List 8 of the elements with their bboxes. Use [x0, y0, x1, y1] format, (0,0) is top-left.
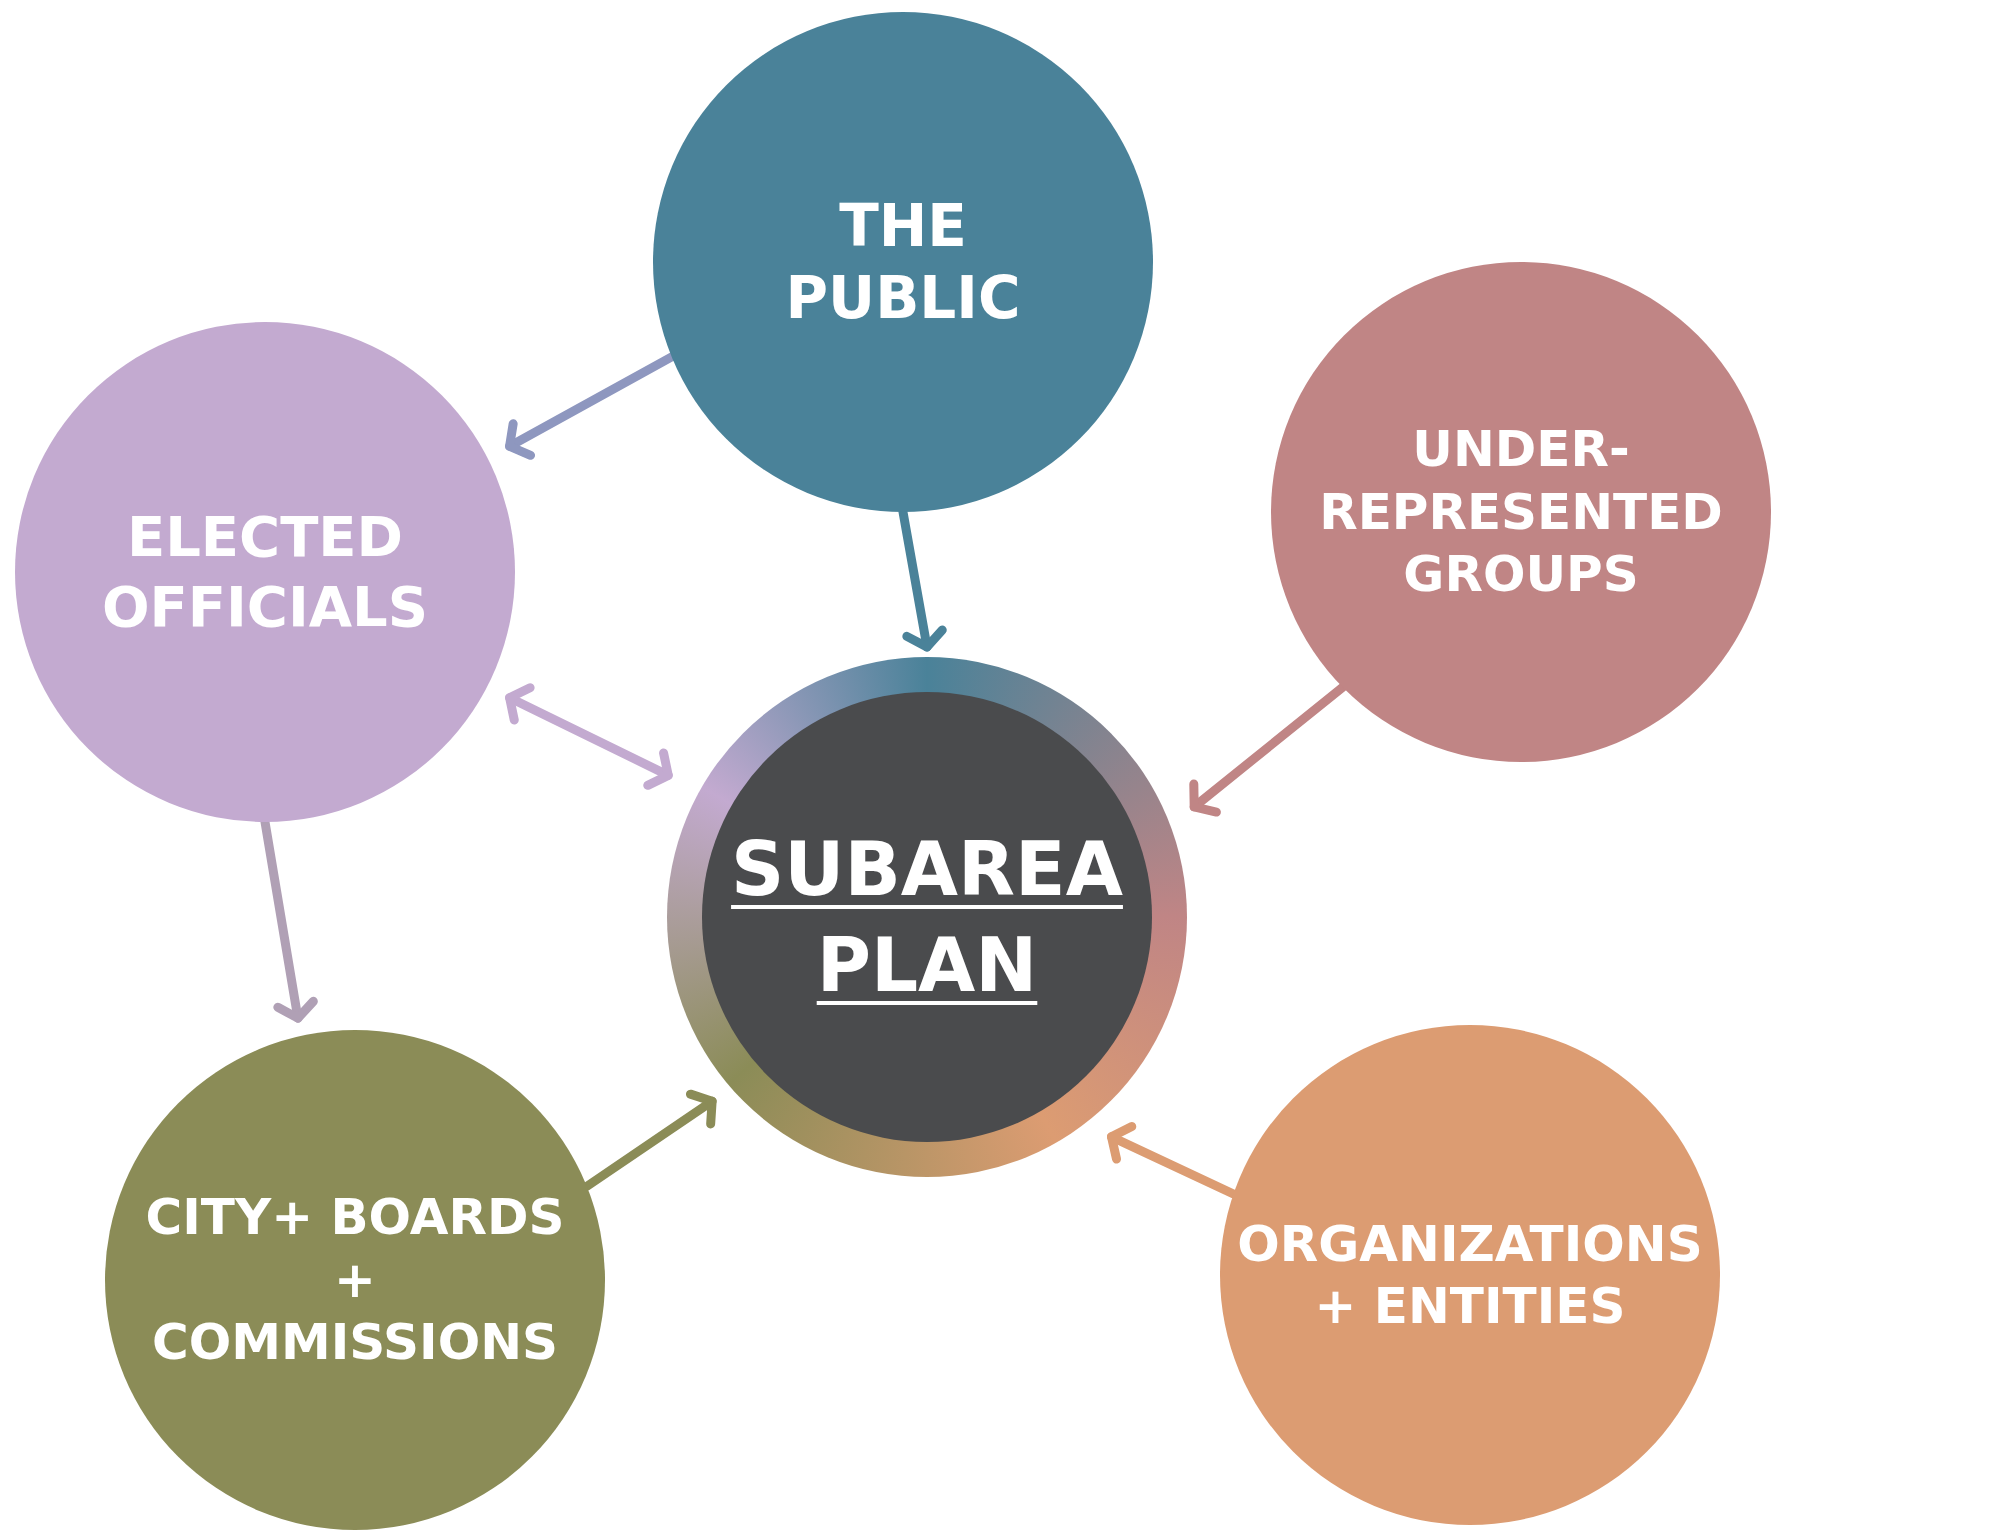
- node-label: ELECTED OFFICIALS: [100, 503, 430, 641]
- arrow: [1189, 682, 1348, 817]
- node-label: CITY+ BOARDS + COMMISSIONS: [144, 1187, 566, 1374]
- node-label: SUBAREA PLAN: [730, 824, 1124, 1010]
- node-label: UNDER- REPRESENTED GROUPS: [1318, 419, 1724, 606]
- node-label: THE PUBLIC: [784, 190, 1022, 334]
- node-label: ORGANIZATIONS + ENTITIES: [1236, 1213, 1704, 1337]
- arrow: [505, 683, 673, 790]
